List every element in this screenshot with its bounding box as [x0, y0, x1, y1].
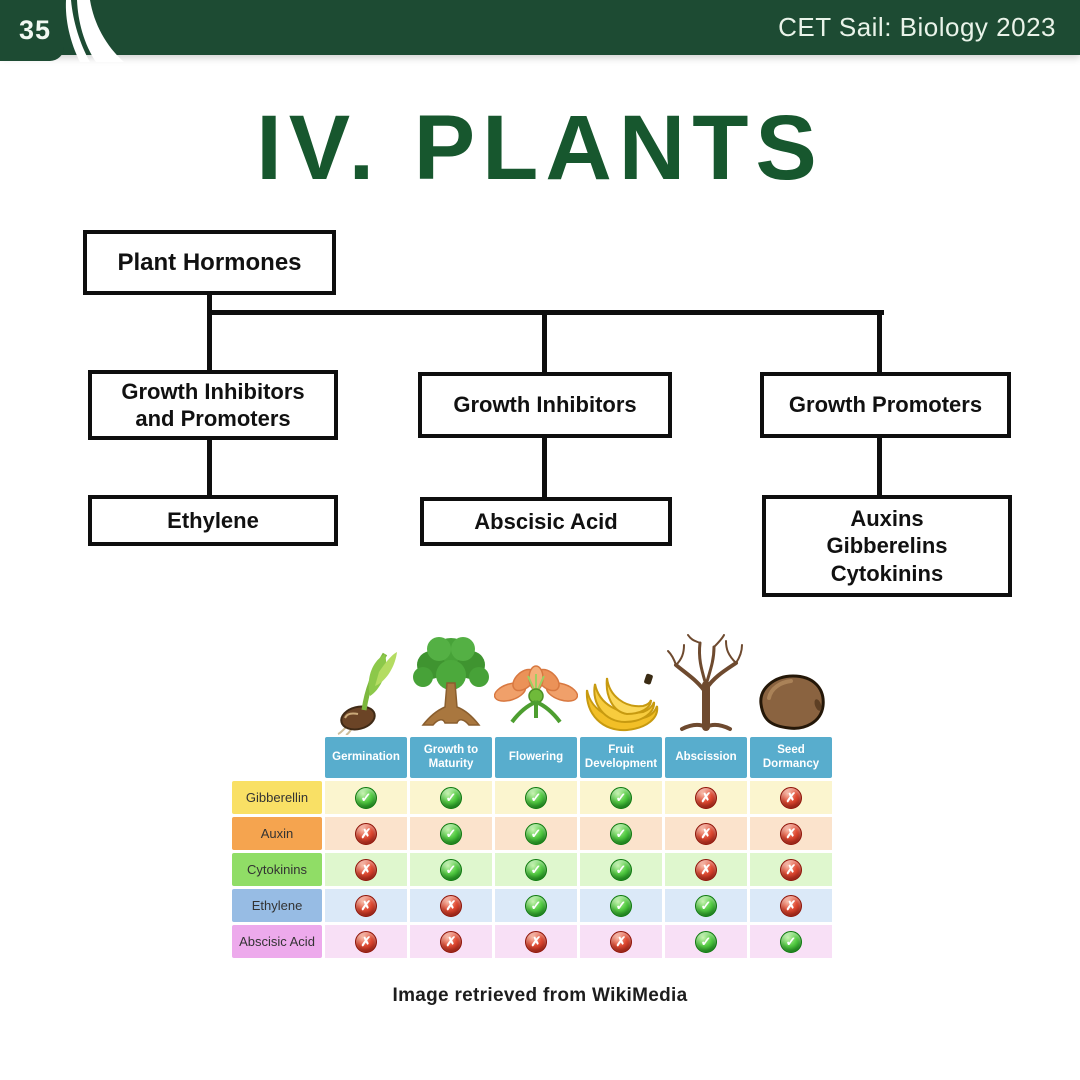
page-number-tab: 35 — [0, 0, 64, 61]
table-cell: ✗ — [410, 889, 492, 922]
table-cell: ✗ — [325, 853, 407, 886]
check-icon: ✓ — [355, 786, 377, 809]
table-cell: ✓ — [410, 853, 492, 886]
check-icon: ✓ — [440, 786, 462, 809]
node-growth-promoters: Growth Promoters — [760, 372, 1011, 438]
node-abscisic-acid: Abscisic Acid — [420, 497, 672, 546]
check-icon: ✓ — [440, 858, 462, 881]
check-icon: ✓ — [610, 858, 632, 881]
check-icon: ✓ — [610, 786, 632, 809]
slide-title: IV. PLANTS — [256, 97, 824, 199]
table-cell: ✗ — [750, 853, 832, 886]
cross-icon: ✗ — [355, 930, 377, 953]
node-growth-inhibitors: Growth Inhibitors — [418, 372, 672, 438]
column-header-growth-to-maturity: Growth to Maturity — [410, 737, 492, 778]
table-cell: ✗ — [325, 817, 407, 850]
bare-tree-icon — [667, 634, 743, 731]
check-icon: ✓ — [610, 894, 632, 917]
table-cell: ✓ — [495, 889, 577, 922]
table-cell: ✗ — [665, 853, 747, 886]
check-icon: ✓ — [525, 894, 547, 917]
node-growth-inhibitors-promoters: Growth Inhibitors and Promoters — [88, 370, 338, 440]
connector-line — [877, 310, 882, 374]
table-cell: ✗ — [325, 925, 407, 958]
table-cell: ✓ — [495, 781, 577, 814]
table-cell: ✗ — [750, 781, 832, 814]
table-cell: ✓ — [580, 889, 662, 922]
table-cell: ✓ — [410, 781, 492, 814]
connector-line — [877, 436, 882, 498]
sail-logo-icon — [65, 0, 124, 62]
table-cell: ✗ — [665, 817, 747, 850]
row-label-abscisic-acid: Abscisic Acid — [232, 925, 322, 958]
cross-icon: ✗ — [780, 894, 802, 917]
row-label-ethylene: Ethylene — [232, 889, 322, 922]
column-header-flowering: Flowering — [495, 737, 577, 778]
table-cell: ✓ — [410, 817, 492, 850]
check-icon: ✓ — [780, 930, 802, 953]
cross-icon: ✗ — [695, 858, 717, 881]
node-auxins-gibberelins-cytokinins: Auxins Gibberelins Cytokinins — [762, 495, 1012, 597]
cross-icon: ✗ — [355, 894, 377, 917]
image-credit-caption: Image retrieved from WikiMedia — [392, 985, 688, 1006]
table-cell: ✗ — [325, 889, 407, 922]
cross-icon: ✗ — [780, 858, 802, 881]
germination-seedling-icon — [337, 652, 397, 735]
cross-icon: ✗ — [355, 822, 377, 845]
check-icon: ✓ — [610, 822, 632, 845]
cross-icon: ✗ — [440, 930, 462, 953]
table-cell: ✓ — [495, 817, 577, 850]
page-number: 35 — [19, 15, 52, 45]
column-header-seed-dormancy: Seed Dormancy — [750, 737, 832, 778]
table-corner-cell — [232, 737, 322, 778]
table-cell: ✗ — [750, 817, 832, 850]
flower-icon — [494, 665, 578, 724]
bananas-icon — [585, 673, 659, 732]
table-cell: ✓ — [750, 925, 832, 958]
connector-line — [207, 294, 212, 372]
check-icon: ✓ — [525, 786, 547, 809]
connector-line — [542, 310, 547, 374]
table-cell: ✓ — [325, 781, 407, 814]
table-cell: ✓ — [495, 853, 577, 886]
row-label-auxin: Auxin — [232, 817, 322, 850]
cross-icon: ✗ — [610, 930, 632, 953]
check-icon: ✓ — [695, 930, 717, 953]
mature-tree-icon — [413, 637, 489, 726]
cross-icon: ✗ — [695, 786, 717, 809]
column-header-abscission: Abscission — [665, 737, 747, 778]
table-cell: ✓ — [665, 889, 747, 922]
check-icon: ✓ — [695, 894, 717, 917]
check-icon: ✓ — [440, 822, 462, 845]
hormone-effects-table: Germination Growth to Maturity Flowering… — [232, 737, 832, 958]
table-cell: ✗ — [580, 925, 662, 958]
column-header-germination: Germination — [325, 737, 407, 778]
check-icon: ✓ — [525, 822, 547, 845]
table-cell: ✗ — [750, 889, 832, 922]
cross-icon: ✗ — [440, 894, 462, 917]
connector-line — [207, 438, 212, 498]
table-cell: ✓ — [580, 781, 662, 814]
cross-icon: ✗ — [695, 822, 717, 845]
cross-icon: ✗ — [525, 930, 547, 953]
column-header-fruit-development: Fruit Development — [580, 737, 662, 778]
dormant-seed-icon — [759, 674, 825, 730]
node-plant-hormones: Plant Hormones — [83, 230, 336, 295]
connector-line — [542, 436, 547, 499]
header-title: CET Sail: Biology 2023 — [778, 12, 1056, 42]
table-cell: ✓ — [580, 817, 662, 850]
row-label-cytokinins: Cytokinins — [232, 853, 322, 886]
row-label-gibberellin: Gibberellin — [232, 781, 322, 814]
header-bar — [0, 0, 1080, 55]
cross-icon: ✗ — [355, 858, 377, 881]
table-cell: ✗ — [495, 925, 577, 958]
node-ethylene: Ethylene — [88, 495, 338, 546]
table-cell: ✗ — [665, 781, 747, 814]
table-cell: ✓ — [665, 925, 747, 958]
table-cell: ✓ — [580, 853, 662, 886]
cross-icon: ✗ — [780, 822, 802, 845]
check-icon: ✓ — [525, 858, 547, 881]
table-cell: ✗ — [410, 925, 492, 958]
cross-icon: ✗ — [780, 786, 802, 809]
